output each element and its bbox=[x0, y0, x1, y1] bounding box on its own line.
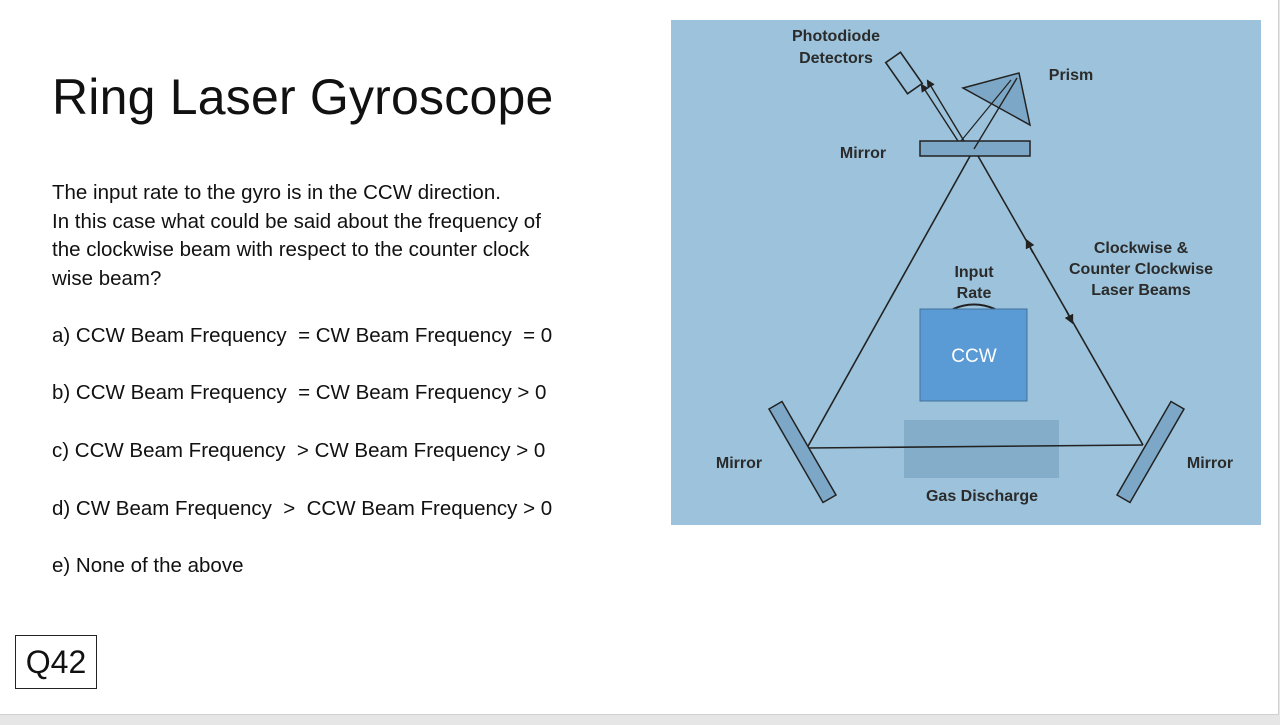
input-rate-label-line1: Input bbox=[954, 264, 994, 281]
top-mirror-label: Mirror bbox=[840, 145, 886, 162]
right-mirror bbox=[1115, 400, 1186, 504]
slide-title: Ring Laser Gyroscope bbox=[52, 69, 554, 125]
input-rate-arc-icon bbox=[952, 303, 996, 310]
option-b: b) CCW Beam Frequency = CW Beam Frequenc… bbox=[52, 381, 547, 404]
beams-label-line1: Clockwise & bbox=[1094, 240, 1189, 257]
detector-beam-1 bbox=[926, 79, 965, 142]
prism-label: Prism bbox=[1049, 67, 1093, 84]
photodiode-detector-icon bbox=[884, 51, 924, 95]
question-line: In this case what could be said about th… bbox=[52, 209, 541, 233]
ccw-box bbox=[919, 308, 1028, 402]
bottom-beam-path bbox=[806, 444, 1144, 449]
right-mirror-label: Mirror bbox=[1187, 455, 1233, 472]
question-line: wise beam? bbox=[52, 266, 162, 290]
option-a: a) CCW Beam Frequency = CW Beam Frequenc… bbox=[52, 324, 553, 347]
gas-discharge-label: Gas Discharge bbox=[926, 488, 1038, 505]
question-text: The input rate to the gyro is in the CCW… bbox=[52, 179, 612, 293]
beams-label-line3: Laser Beams bbox=[1091, 282, 1191, 299]
gas-discharge-tube bbox=[904, 420, 1059, 478]
prism-beam-2 bbox=[960, 79, 1012, 142]
detector-beam-2 bbox=[920, 83, 959, 142]
question-line: the clockwise beam with respect to the c… bbox=[52, 238, 530, 262]
beams-label-line2: Counter Clockwise bbox=[1069, 261, 1213, 278]
input-rate-label-line2: Rate bbox=[957, 285, 992, 302]
ccw-box-label: CCW bbox=[951, 346, 996, 367]
beam-arrow-up bbox=[1025, 238, 1035, 254]
ring-laser-gyroscope-diagram: CCW Photodiode Detectors Prism Mirror In… bbox=[671, 20, 1261, 525]
photodiode-label-line2: Detectors bbox=[799, 50, 873, 67]
question-line: The input rate to the gyro is in the CCW… bbox=[52, 181, 501, 204]
left-mirror-label: Mirror bbox=[716, 455, 762, 472]
left-mirror bbox=[767, 400, 838, 504]
option-d: d) CW Beam Frequency > CCW Beam Frequenc… bbox=[52, 497, 553, 520]
photodiode-label-line1: Photodiode bbox=[792, 28, 880, 45]
prism-icon bbox=[961, 72, 1032, 127]
prism-beam-1 bbox=[973, 77, 1018, 150]
option-e: e) None of the above bbox=[52, 554, 244, 577]
beam-arrow-down bbox=[1064, 309, 1074, 325]
option-c: c) CCW Beam Frequency > CW Beam Frequenc… bbox=[52, 439, 546, 462]
question-number-box: Q42 bbox=[15, 635, 97, 689]
left-beam-path bbox=[806, 148, 975, 449]
right-beam-path bbox=[973, 148, 1144, 446]
